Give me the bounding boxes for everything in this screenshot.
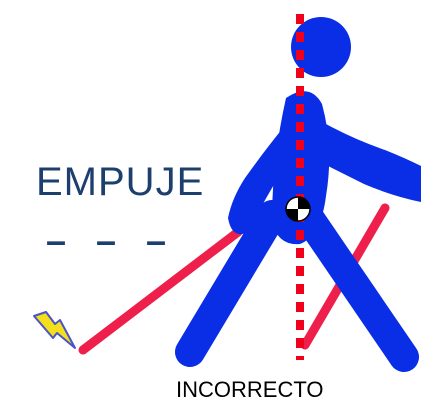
incorrect-caption: INCORRECTO	[176, 377, 324, 402]
push-label: EMPUJE	[36, 160, 205, 204]
front-leg	[290, 197, 419, 372]
rear-leg	[175, 200, 287, 367]
push-dashes: – – –	[46, 220, 177, 261]
head	[291, 17, 351, 77]
lightning-bolt-icon	[33, 311, 76, 349]
front-cane	[78, 227, 243, 355]
front-arm	[312, 118, 421, 202]
center-of-gravity-icon	[285, 196, 311, 222]
rear-arm	[228, 128, 298, 235]
